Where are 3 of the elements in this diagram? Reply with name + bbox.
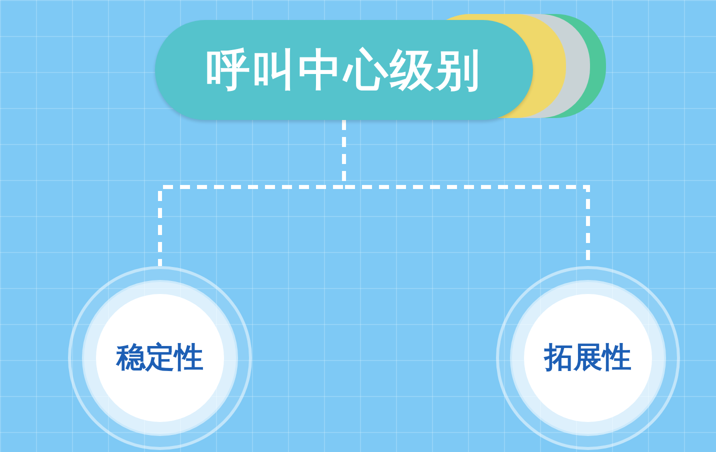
node-label: 稳定性 bbox=[116, 339, 204, 376]
node-label: 拓展性 bbox=[544, 339, 632, 376]
title-text: 呼叫中心级别 bbox=[206, 44, 482, 98]
